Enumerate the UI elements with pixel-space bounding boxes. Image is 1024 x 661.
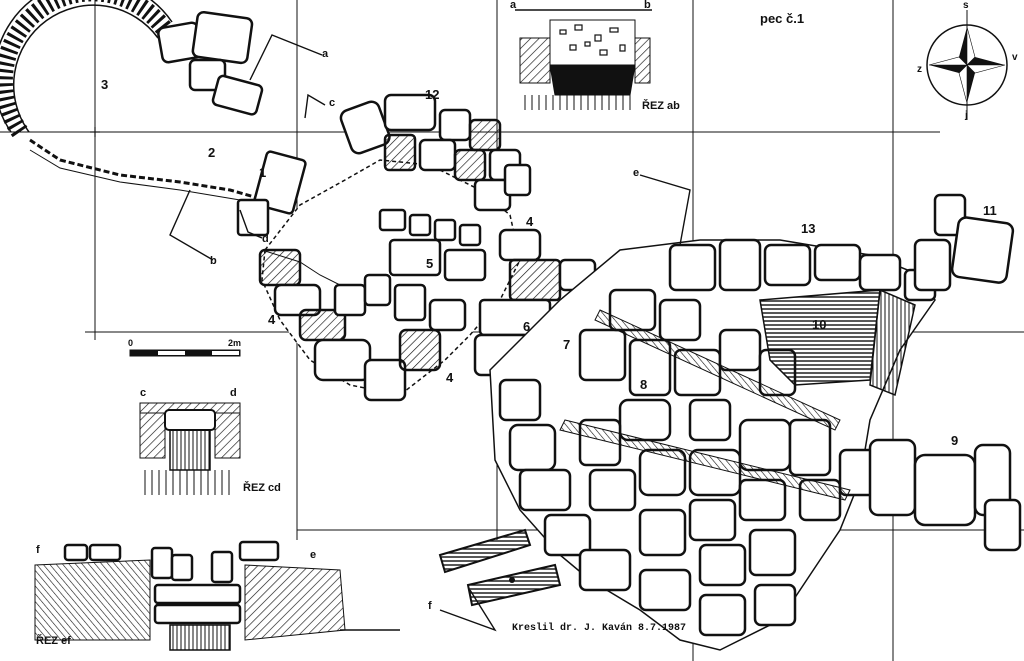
timber-logs (438, 528, 562, 607)
marker-a-plan: a (322, 48, 329, 60)
stones-11 (913, 193, 1015, 292)
label-4-b: 4 (268, 312, 276, 327)
label-8: 8 (640, 377, 648, 392)
marker-f-section: f (36, 544, 40, 556)
compass-rose (926, 10, 1008, 120)
section-ab-drawing (515, 9, 652, 110)
compass-south: j (965, 110, 968, 121)
label-5: 5 (426, 256, 434, 271)
label-10: 10 (812, 317, 827, 332)
label-7: 7 (563, 337, 571, 352)
section-ef-drawing (34, 540, 400, 651)
label-2: 2 (208, 145, 216, 160)
marker-b-section: b (644, 0, 651, 11)
marker-a-section: a (510, 0, 517, 11)
section-cd-label: ŘEZ cd (243, 482, 281, 494)
label-9: 9 (951, 433, 959, 448)
section-ef-label: ŘEZ ef (36, 635, 71, 647)
marker-c-section: c (140, 387, 147, 399)
stone-floor-8 (489, 238, 937, 651)
label-4-a: 4 (526, 214, 534, 229)
scale-bar (129, 349, 241, 357)
label-6: 6 (523, 319, 531, 334)
scale-end-label: 2m (228, 338, 242, 348)
section-markers (169, 34, 691, 632)
label-12: 12 (425, 87, 440, 102)
label-4-c: 4 (446, 370, 454, 385)
label-11: 11 (983, 203, 997, 218)
marker-c-plan: c (329, 97, 336, 109)
marker-e-plan: e (633, 167, 640, 179)
label-3: 3 (101, 77, 109, 92)
marker-d-plan: d (262, 233, 269, 245)
marker-f-plan: f (428, 600, 432, 612)
marker-e-section: e (310, 549, 317, 561)
marker-d-section: d (230, 387, 237, 399)
apse-wall (0, 0, 173, 138)
compass-east: v (1012, 52, 1018, 63)
label-13: 13 (801, 221, 816, 236)
ash-pit-10 (759, 288, 916, 397)
stones-9 (868, 438, 1022, 552)
section-ab-label: ŘEZ ab (642, 100, 680, 112)
compass-north: s (963, 0, 969, 11)
kiln-chamber-5 (258, 93, 532, 402)
section-cd-drawing (139, 402, 241, 495)
wall-line-2 (29, 138, 266, 202)
marker-b-plan: b (210, 255, 217, 267)
label-1: 1 (259, 165, 267, 180)
hatched-bands (559, 309, 851, 501)
drawing-credit: Kreslil dr. J. Kaván 8.7.1987 (512, 623, 687, 634)
compass-west: z (917, 64, 922, 75)
stones-top-left (157, 10, 307, 237)
drawing-title: pec č.1 (760, 11, 805, 26)
scale-zero-label: 0 (128, 338, 134, 348)
